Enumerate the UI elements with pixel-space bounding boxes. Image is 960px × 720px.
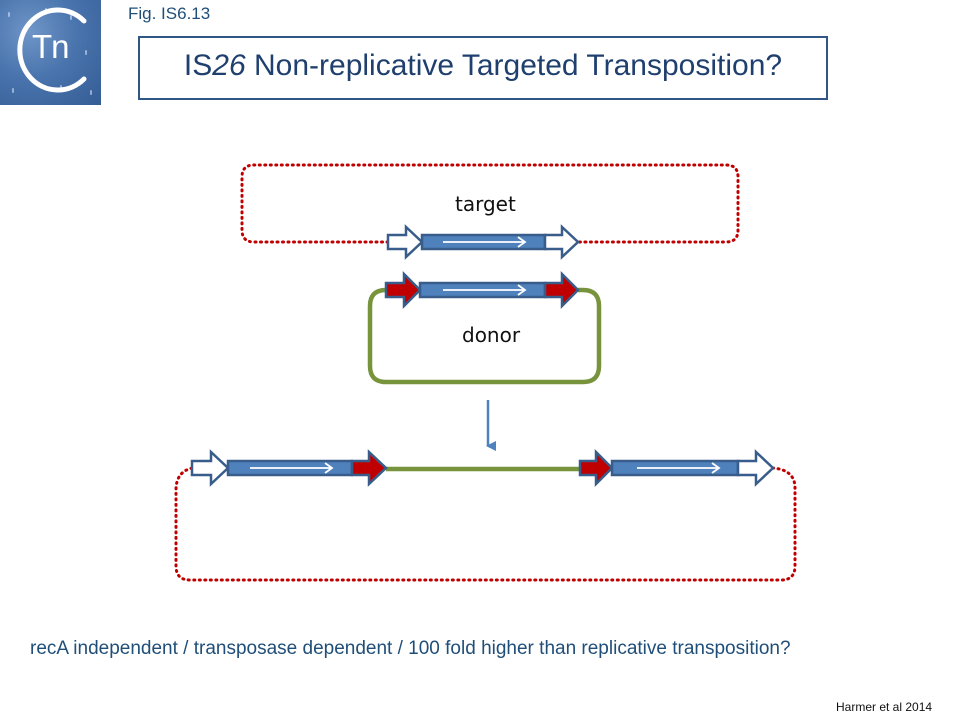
- tn-logo: Tn: [0, 0, 101, 105]
- donor-repeat-left-arrow: [384, 270, 422, 310]
- title-italic: 26: [212, 49, 246, 82]
- donor-is-direction-arrow: [443, 284, 527, 296]
- target-site-right-arrow: [543, 224, 580, 260]
- citation-text: Harmer et al 2014: [836, 700, 933, 714]
- target-is-direction-arrow: [443, 236, 527, 248]
- product-repeat-left-arrow: [350, 449, 388, 487]
- product-target-left-arrow: [190, 449, 230, 487]
- donor-repeat-right-arrow: [543, 270, 580, 310]
- title-prefix: IS: [183, 49, 213, 82]
- donor-plasmid-loop: [367, 287, 602, 385]
- title-rest: Non-replicative Targeted Transposition?: [245, 49, 783, 82]
- target-site-left-arrow: [386, 224, 424, 260]
- target-label: target: [455, 192, 516, 216]
- caption-text: recA independent / transposase dependent…: [30, 638, 791, 659]
- product-plasmid-loop: [174, 466, 797, 582]
- figure-label: Fig. IS6.13: [128, 4, 211, 23]
- target-plasmid-loop: [240, 163, 740, 244]
- product-is-right-direction-arrow: [637, 462, 721, 474]
- product-target-right-arrow: [736, 449, 775, 487]
- logo-text: Tn: [32, 28, 70, 65]
- title-box: IS26 Non-replicative Targeted Transposit…: [138, 36, 828, 100]
- product-is-left-direction-arrow: [250, 462, 334, 474]
- c-ring-icon: [17, 7, 87, 93]
- donor-label: donor: [462, 323, 521, 347]
- product-repeat-right-arrow: [578, 448, 614, 488]
- page-title: IS26 Non-replicative Targeted Transposit…: [140, 49, 826, 83]
